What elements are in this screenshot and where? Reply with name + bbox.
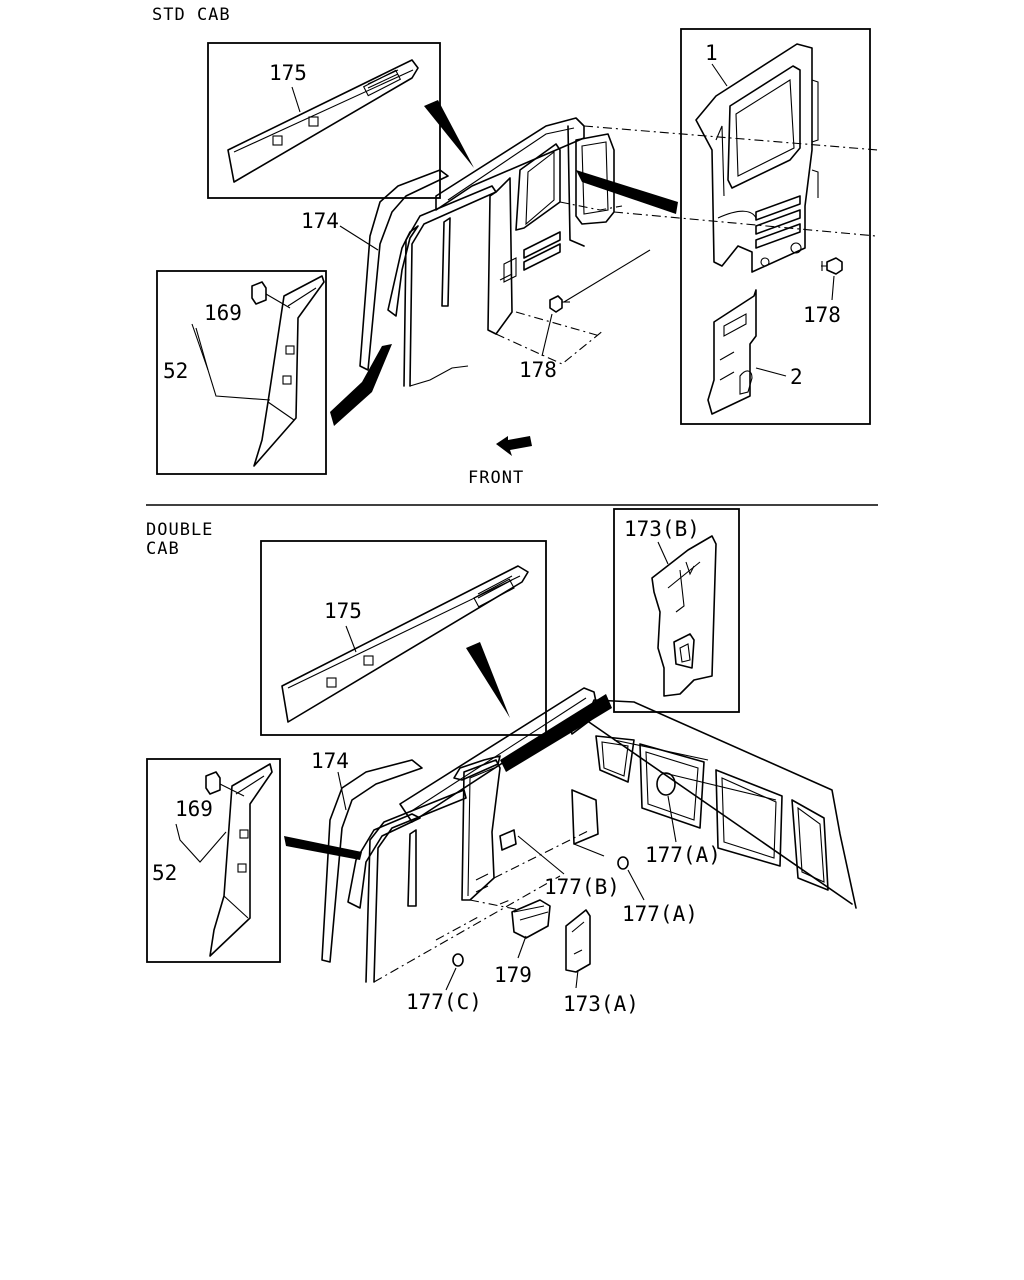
- std-leader-2: [755, 367, 787, 377]
- std-leader-175: [291, 86, 301, 113]
- double-cab-section: DOUBLE CAB 175 173(B): [146, 508, 857, 1016]
- std-leader-178-right: [831, 275, 835, 301]
- double-leader-177c: [445, 967, 457, 991]
- std-leader-174: [339, 225, 379, 251]
- double-label-52: 52: [152, 861, 177, 885]
- double-pillar-trim-52: [209, 763, 273, 957]
- std-clip-169: [251, 281, 291, 309]
- std-rear-panel-1: [695, 43, 819, 273]
- double-inset-garnish-box: [260, 540, 547, 736]
- double-label-174: 174: [311, 749, 349, 773]
- std-label-2: 2: [790, 365, 803, 389]
- double-cab-body: [321, 687, 857, 983]
- std-callout-wedge-1: [576, 170, 678, 214]
- double-leader-175: [345, 625, 357, 653]
- double-callout-wedge-52: [284, 836, 362, 860]
- std-leader-178-center: [541, 313, 553, 357]
- std-bracket-52-top: [195, 327, 209, 371]
- std-cab-section: STD CAB 175 1: [152, 5, 879, 488]
- double-label-177a-upper: 177(A): [645, 843, 721, 867]
- std-label-1: 1: [705, 41, 718, 65]
- double-leader-177b: [517, 835, 565, 875]
- double-label-177a-lower: 177(A): [622, 902, 698, 926]
- double-leader-173a: [575, 969, 579, 989]
- std-cab-body: [359, 117, 879, 387]
- std-label-52: 52: [163, 359, 188, 383]
- double-leader-179: [517, 935, 527, 959]
- double-label-173a: 173(A): [563, 992, 639, 1016]
- double-label-169: 169: [175, 797, 213, 821]
- front-direction-arrow-icon: [496, 436, 532, 456]
- double-bracket-52: [175, 823, 227, 863]
- std-label-169: 169: [204, 301, 242, 325]
- double-label-175: 175: [324, 599, 362, 623]
- std-label-178-right: 178: [803, 303, 841, 327]
- std-lower-panel-2: [707, 289, 757, 415]
- std-clip-178-right: [821, 257, 843, 275]
- double-inset-pillar-box: [146, 758, 281, 963]
- double-label-179: 179: [494, 963, 532, 987]
- std-callout-wedge-52: [330, 344, 392, 426]
- std-label-175: 175: [269, 61, 307, 85]
- double-label-177c: 177(C): [406, 990, 482, 1014]
- std-garnish-175: [227, 59, 419, 183]
- double-pillar-trim-173b: [651, 535, 717, 697]
- double-cab-heading-line2: CAB: [146, 539, 180, 559]
- std-inset-pillar-box: [156, 270, 327, 475]
- double-label-177b: 177(B): [544, 875, 620, 899]
- double-leader-177a-lower: [627, 869, 645, 901]
- std-cab-heading: STD CAB: [152, 5, 231, 25]
- double-inset-173b-box: [613, 508, 740, 713]
- double-leader-174: [337, 771, 347, 811]
- std-bracket-52: [191, 323, 271, 401]
- std-label-174: 174: [301, 209, 339, 233]
- std-inset-rear-panel-box: [680, 28, 871, 425]
- std-callout-wedge-175: [424, 100, 474, 168]
- double-label-173b: 173(B): [624, 517, 700, 541]
- double-leader-173b: [657, 541, 669, 565]
- double-callout-wedge-175: [466, 642, 510, 718]
- std-leader-1: [711, 63, 728, 87]
- std-inset-garnish-box: [207, 42, 441, 199]
- std-label-178-center: 178: [519, 358, 557, 382]
- double-cab-heading-line1: DOUBLE: [146, 520, 213, 540]
- std-pillar-trim-52: [253, 275, 325, 467]
- double-leader-177a-upper: [667, 795, 677, 843]
- double-trim-173a: [565, 909, 591, 973]
- double-bracket-179: [511, 899, 551, 939]
- double-clip-169: [205, 771, 245, 797]
- std-front-label: FRONT: [468, 468, 524, 488]
- double-garnish-175: [281, 565, 529, 723]
